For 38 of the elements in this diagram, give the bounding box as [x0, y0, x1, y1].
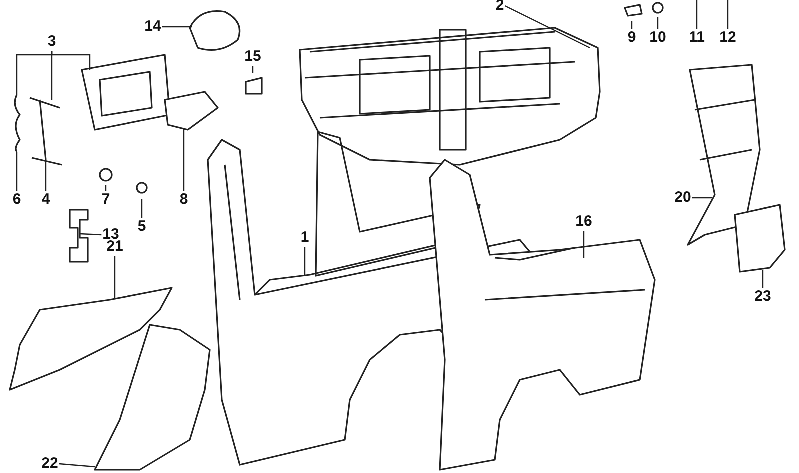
leader-line — [45, 160, 47, 191]
leader-line — [696, 0, 698, 29]
leader-line — [304, 247, 306, 275]
leader-line — [252, 66, 254, 73]
leader-line — [183, 128, 185, 191]
callout-number: 20 — [674, 190, 692, 206]
leader-line — [692, 197, 712, 199]
callout-number: 1 — [300, 230, 310, 246]
leader-line — [657, 17, 659, 29]
leader-line — [16, 152, 18, 191]
callout-number: 6 — [12, 192, 22, 208]
leader-line — [59, 463, 96, 468]
callout-number: 15 — [244, 49, 262, 65]
callout-number: 5 — [138, 219, 146, 235]
leader-line — [631, 21, 633, 29]
callout-number: 21 — [106, 239, 124, 255]
callout-number: 4 — [42, 192, 50, 208]
leader-line — [727, 0, 729, 29]
callout-number: 11 — [689, 30, 705, 46]
callout-number: 7 — [102, 192, 110, 208]
callout-number: 3 — [48, 34, 56, 50]
leader-line — [51, 51, 53, 100]
leader-line — [762, 270, 764, 288]
callout-number: 9 — [628, 30, 636, 46]
callout-number: 22 — [42, 456, 58, 472]
callout-number: 23 — [754, 289, 772, 305]
callout-number: 14 — [144, 19, 162, 35]
callout-number: 12 — [720, 30, 736, 46]
leader-line — [504, 5, 590, 49]
leader-line — [105, 185, 107, 191]
callout-number: 8 — [180, 192, 188, 208]
leader-line — [80, 233, 102, 236]
leader-line — [114, 256, 116, 298]
callout-number: 10 — [650, 30, 666, 46]
leader-line — [583, 231, 585, 258]
callout-number: 16 — [576, 214, 592, 230]
leader-line — [162, 26, 192, 28]
leader-line — [141, 199, 143, 218]
